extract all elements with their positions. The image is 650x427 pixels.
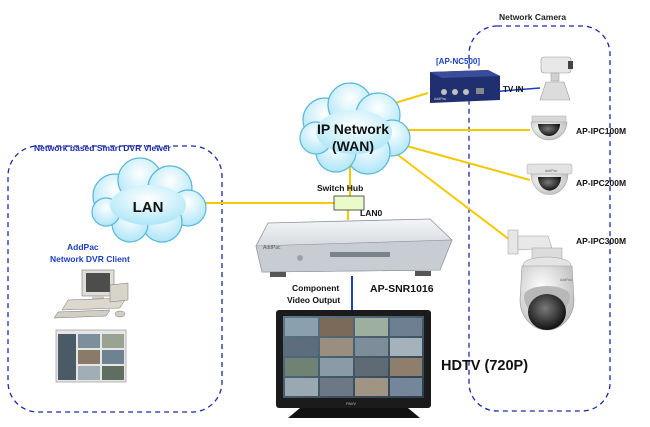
camera-group-title: Network Camera [499, 12, 566, 22]
viewer-group-border [7, 145, 223, 413]
dvr-output-label-1: Component [292, 283, 339, 293]
svg-text:AddPac: AddPac [545, 169, 558, 173]
lan0-label: LAN0 [360, 208, 382, 218]
client-viewer-screenshot [55, 329, 127, 383]
ethernet-links [205, 92, 531, 241]
switch-hub-box [333, 195, 365, 211]
ptz-camera-icon [539, 56, 573, 101]
client-pc-icon [53, 269, 129, 319]
wan-cloud-label-2: (WAN) [332, 138, 374, 154]
dome-camera-2-icon: AddPac [526, 163, 573, 195]
link-wan-encoder [394, 92, 429, 104]
link-wan-cam2 [402, 144, 531, 181]
camera-1-label: AP-IPC100M [576, 126, 626, 136]
encoder-label: [AP-NC500] [436, 57, 480, 66]
hdtv-brand: PAVV [346, 401, 356, 406]
wan-cloud-label-1: IP Network [317, 121, 389, 137]
speed-dome-camera-3-icon: AddPac [507, 229, 575, 331]
dvr-model-label: AP-SNR1016 [370, 283, 434, 295]
hdtv-label: HDTV (720P) [441, 358, 528, 374]
encoder-input-label: TV IN [503, 85, 524, 94]
camera-group-border [468, 25, 611, 412]
encoder-brand: AddPac [434, 97, 447, 101]
encoder-device: AddPac [430, 70, 500, 103]
dvr-brand: AddPac [263, 245, 281, 251]
svg-text:AddPac: AddPac [560, 278, 573, 282]
client-label-1: AddPac [67, 242, 99, 252]
hdtv-screen-tiles [285, 318, 422, 396]
link-wan-cam3 [397, 154, 511, 241]
viewer-group-title: Network based Smart DVR Viewer [34, 143, 172, 153]
wan-cloud [299, 82, 411, 175]
camera-2-label: AP-IPC200M [576, 178, 626, 188]
dvr-output-label-2: Video Output [287, 295, 340, 305]
dvr-device: AddPac [255, 218, 453, 277]
lan-cloud [91, 157, 207, 243]
switch-hub-label: Switch Hub [317, 183, 363, 193]
hdtv-device: PAVV [276, 310, 431, 418]
client-label-2: Network DVR Client [50, 254, 130, 264]
camera-3-label: AP-IPC300M [576, 236, 626, 246]
lan-cloud-label: LAN [133, 199, 164, 216]
dome-camera-1-icon [530, 115, 568, 141]
